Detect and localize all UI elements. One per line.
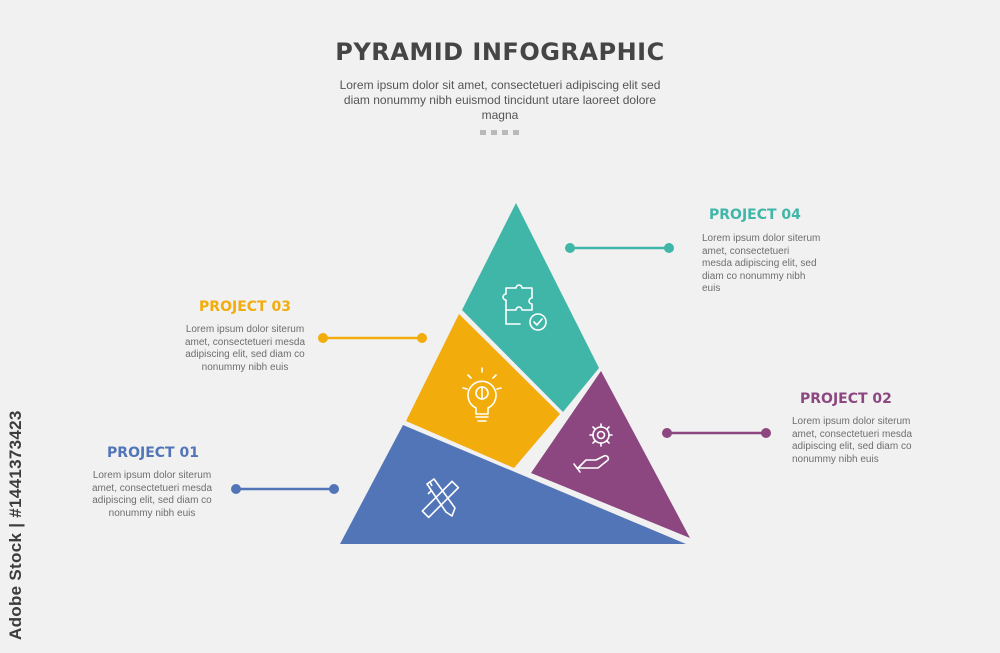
pencil-ruler-icon [421, 478, 460, 519]
page-title: PYRAMID INFOGRAPHIC [335, 38, 665, 66]
project-03-title: PROJECT 03 [199, 299, 291, 315]
pyramid-segment-project-02 [531, 371, 690, 538]
pyramid-segment-project-03 [406, 314, 560, 468]
divider-dots [480, 130, 519, 135]
project-04-description: Lorem ipsum dolor siterum amet, consecte… [702, 233, 821, 294]
connector-project-01 [231, 484, 339, 494]
project-02-description: Lorem ipsum dolor siterum amet, consecte… [792, 416, 913, 465]
connector-project-02 [662, 428, 771, 438]
page-subtitle: Lorem ipsum dolor sit amet, consectetuer… [339, 78, 661, 122]
project-01-title: PROJECT 01 [107, 445, 199, 461]
gear-hand-icon [573, 423, 613, 473]
stock-watermark-text: Adobe Stock | #1441373423 [6, 410, 25, 640]
project-04-title: PROJECT 04 [709, 207, 801, 223]
connector-project-03 [318, 333, 427, 343]
puzzle-check-icon [502, 284, 547, 331]
pyramid-segment-project-04 [462, 203, 599, 412]
connector-project-04 [565, 243, 674, 253]
project-01-description: Lorem ipsum dolor siterum amet, consecte… [91, 470, 213, 519]
project-03-description: Lorem ipsum dolor siterum amet, consecte… [184, 324, 306, 373]
project-02-title: PROJECT 02 [800, 391, 892, 407]
lightbulb-brain-icon [462, 367, 502, 422]
